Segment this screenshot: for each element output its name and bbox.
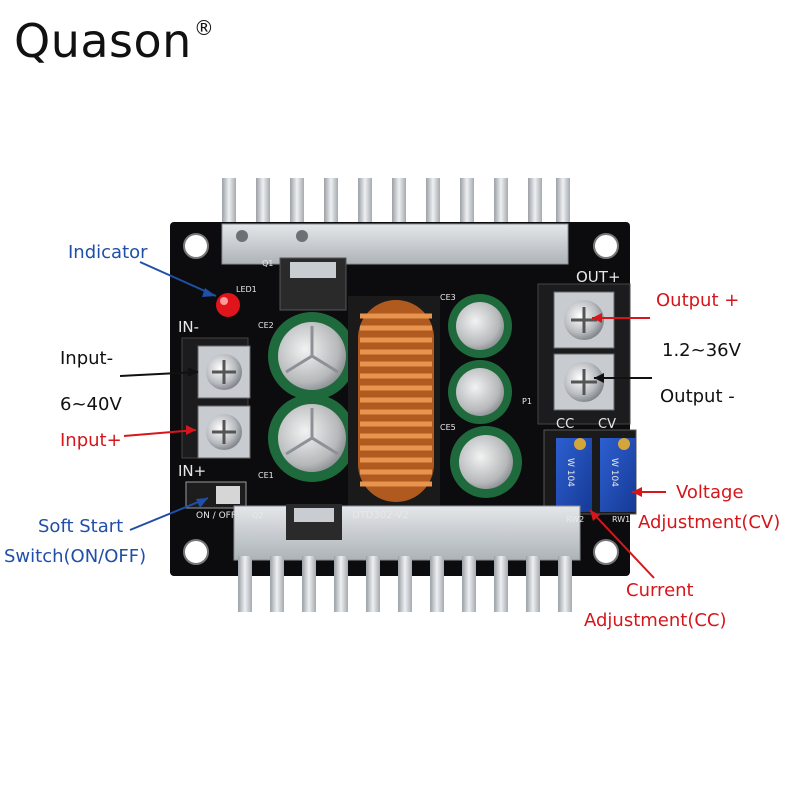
brand-name: Quason	[14, 14, 192, 68]
input-terminal-block	[181, 337, 251, 459]
brand-logo: Quason®	[14, 14, 214, 68]
indicator-led-icon	[216, 293, 240, 317]
silk-pot-code-cv: W 104	[609, 458, 619, 487]
input-voltage-label: 6~40V	[60, 394, 122, 415]
input-plus-label: Input+	[60, 430, 122, 451]
current-adj-label-line2: Adjustment(CC)	[584, 610, 727, 631]
indicator-arrow	[139, 261, 217, 297]
silk-p1: P1	[522, 397, 532, 406]
capacitor-ce4	[448, 360, 512, 424]
screw-icon	[296, 230, 308, 242]
silk-cc: CC	[556, 417, 574, 432]
silk-q1: Q1	[262, 259, 273, 268]
bottom-heatsink	[233, 504, 581, 612]
registered-mark: ®	[193, 16, 215, 40]
toroid-inductor	[348, 296, 440, 506]
input-minus-label: Input-	[60, 348, 114, 369]
input-plus-arrow	[123, 429, 197, 437]
silk-ce5: CE5	[440, 423, 456, 432]
screw-icon	[236, 230, 248, 242]
silk-led1: LED1	[236, 285, 257, 294]
silk-ce2: CE2	[258, 321, 274, 330]
capacitor-ce2	[268, 312, 356, 400]
silk-in-plus: IN+	[178, 462, 206, 480]
voltage-adj-label-line2: Adjustment(CV)	[638, 512, 781, 533]
silk-out-plus: OUT+	[576, 268, 621, 286]
capacitor-ce1	[268, 394, 356, 482]
top-heatsink-base	[221, 223, 569, 265]
silk-q2: Q2	[252, 511, 263, 520]
soft-start-arrow	[129, 497, 209, 531]
output-minus-label: Output -	[660, 386, 735, 407]
mounting-hole-icon	[183, 233, 209, 259]
indicator-label: Indicator	[68, 242, 148, 263]
silk-cv: CV	[598, 417, 616, 432]
capacitor-ce5	[450, 426, 522, 498]
silk-on-off: ON / OFF	[196, 511, 236, 521]
current-adj-arrow	[589, 509, 655, 579]
silk-rw2: RW2	[566, 515, 584, 524]
silk-ce3: CE3	[440, 293, 456, 302]
silk-ce1: CE1	[258, 471, 274, 480]
mounting-hole-icon	[593, 233, 619, 259]
capacitor-ce3	[448, 294, 512, 358]
output-voltage-label: 1.2~36V	[662, 340, 741, 361]
soft-start-label-line2: Switch(ON/OFF)	[4, 546, 147, 567]
output-terminal-block	[537, 283, 631, 425]
mounting-hole-icon	[593, 539, 619, 565]
mounting-hole-icon	[183, 539, 209, 565]
voltage-adj-label-line1: Voltage	[676, 482, 744, 503]
silk-rw1: RW1	[612, 515, 630, 524]
silk-in-minus: IN-	[178, 318, 199, 336]
current-potentiometer-icon	[556, 438, 592, 512]
silk-pot-code-cc: W 104	[565, 458, 575, 487]
current-adj-label-line1: Current	[626, 580, 694, 601]
voltage-potentiometer-icon	[600, 438, 636, 512]
input-minus-arrow	[119, 371, 199, 377]
soft-start-label-line1: Soft Start	[38, 516, 124, 537]
output-plus-label: Output +	[656, 290, 740, 311]
silk-model: DTD302-V2	[352, 510, 409, 521]
